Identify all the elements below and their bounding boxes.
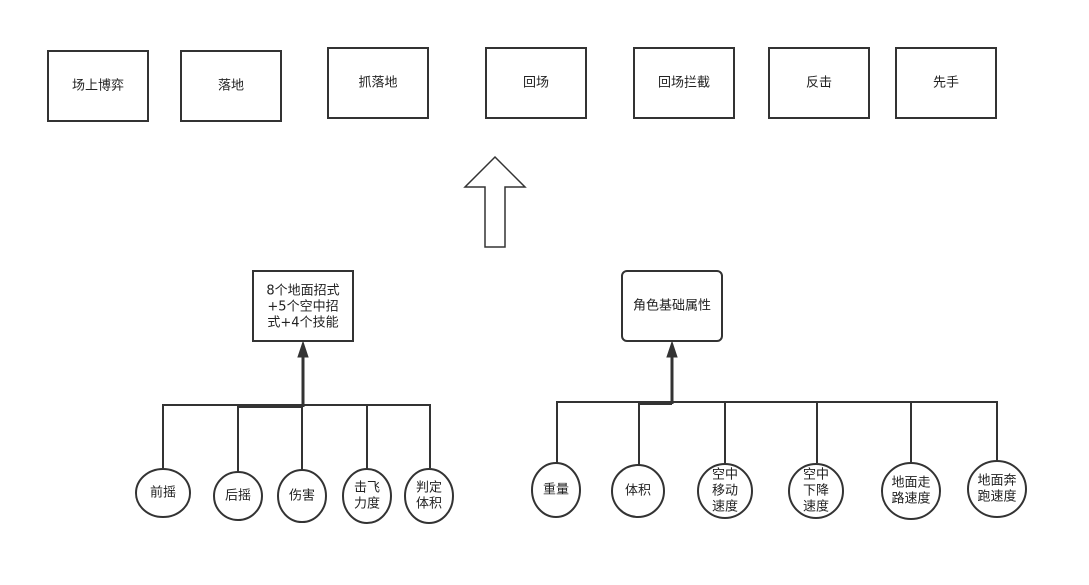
- top-box-label: 落地: [218, 79, 244, 94]
- node-label: 重量: [543, 482, 569, 498]
- node-label: 伤害: [289, 488, 315, 504]
- node-label: 前摇: [150, 485, 176, 501]
- top-box-label: 场上博弈: [72, 78, 124, 94]
- character-attributes-group: 重量 体积 空中 移动 速度 空中 下降 速度 地面走 路速度 地面奔 跑速度: [531, 460, 1027, 520]
- move-node-startup[interactable]: 前摇: [135, 468, 191, 518]
- attr-node-weight[interactable]: 重量: [531, 462, 581, 518]
- node-label: 空中: [803, 468, 829, 483]
- arrow-head-icon: [666, 340, 678, 358]
- node-label: 速度: [712, 499, 738, 515]
- move-node-hitbox[interactable]: 判定 体积: [404, 468, 454, 524]
- top-box-catch-landing[interactable]: 抓落地: [327, 47, 429, 119]
- attr-node-air-fall-speed[interactable]: 空中 下降 速度: [788, 463, 844, 519]
- top-box-court-game[interactable]: 场上博弈: [47, 50, 149, 122]
- top-box-label: 回场: [523, 76, 549, 91]
- moves-box[interactable]: 8个地面招式 +5个空中招 式+4个技能: [252, 270, 354, 342]
- node-label: 判定: [416, 481, 442, 496]
- top-box-label: 抓落地: [358, 76, 397, 91]
- attr-node-size[interactable]: 体积: [611, 464, 665, 518]
- node-label: 空中: [712, 468, 738, 483]
- top-box-initiative[interactable]: 先手: [895, 47, 997, 119]
- moves-box-line: 8个地面招式: [266, 284, 339, 299]
- moves-box-line: 式+4个技能: [267, 316, 338, 331]
- moves-box-line: +5个空中招: [267, 300, 338, 315]
- arrow-head-icon: [297, 340, 309, 358]
- move-node-knockback[interactable]: 击飞 力度: [342, 468, 392, 524]
- node-label: 地面奔: [977, 474, 1016, 489]
- top-box-counterattack[interactable]: 反击: [768, 47, 870, 119]
- top-box-return-intercept[interactable]: 回场拦截: [633, 47, 735, 119]
- node-label: 跑速度: [977, 489, 1016, 505]
- attr-node-air-move-speed[interactable]: 空中 移动 速度: [697, 463, 753, 519]
- node-label: 击飞: [354, 481, 380, 496]
- top-box-label: 先手: [933, 76, 959, 91]
- moves-tree-connectors: [162, 340, 431, 472]
- attributes-box-label: 角色基础属性: [633, 298, 711, 314]
- attr-node-ground-run-speed[interactable]: 地面奔 跑速度: [967, 460, 1027, 518]
- node-label: 力度: [354, 496, 380, 512]
- node-label: 体积: [625, 484, 651, 499]
- big-up-arrow-icon: [463, 155, 527, 248]
- attributes-box[interactable]: 角色基础属性: [621, 270, 723, 342]
- top-box-label: 反击: [806, 76, 832, 91]
- node-label: 速度: [803, 499, 829, 515]
- move-properties-group: 前摇 后摇 伤害 击飞 力度 判定 体积: [135, 468, 454, 524]
- move-node-damage[interactable]: 伤害: [277, 469, 327, 523]
- node-label: 路速度: [891, 491, 930, 507]
- node-label: 体积: [416, 497, 442, 512]
- top-row-group: 场上博弈 落地 抓落地 回场 回场拦截 反击 先手: [47, 47, 997, 122]
- node-label: 地面走: [891, 476, 930, 491]
- attr-node-ground-walk-speed[interactable]: 地面走 路速度: [881, 462, 941, 520]
- top-box-label: 回场拦截: [658, 76, 710, 91]
- top-box-landing[interactable]: 落地: [180, 50, 282, 122]
- top-box-return-to-field[interactable]: 回场: [485, 47, 587, 119]
- attributes-tree-connectors: [556, 340, 998, 465]
- node-label: 移动: [712, 484, 738, 499]
- node-label: 下降: [803, 484, 829, 499]
- move-node-recovery[interactable]: 后摇: [213, 471, 263, 521]
- node-label: 后摇: [225, 489, 251, 504]
